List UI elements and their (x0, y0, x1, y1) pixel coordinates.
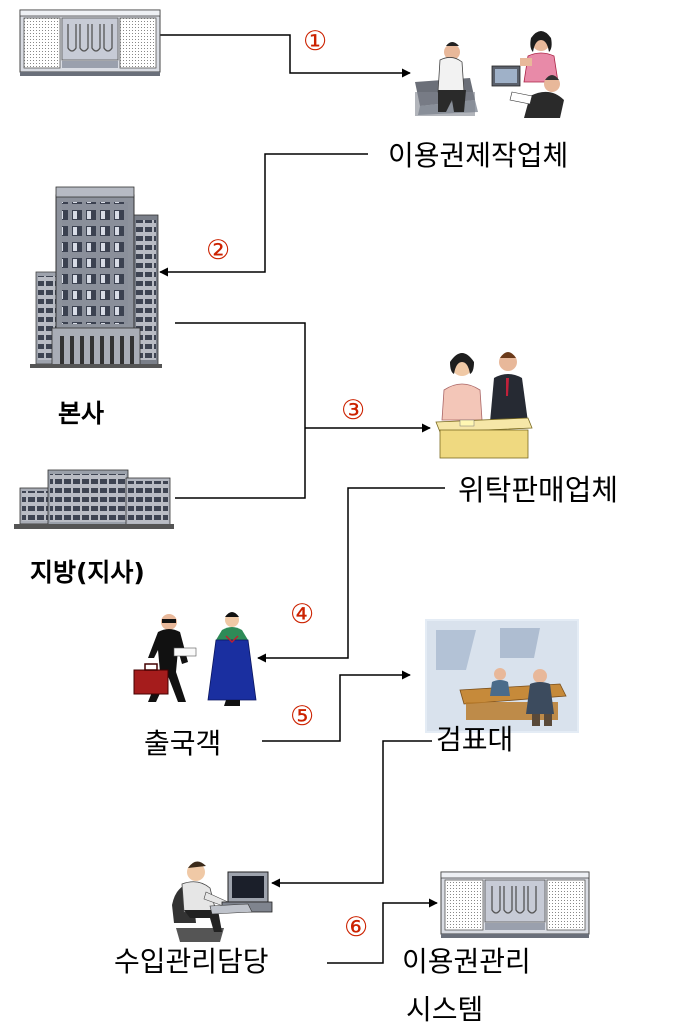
system-label-line1: 이용권관리 (402, 945, 531, 978)
server-rack-icon (440, 871, 590, 938)
step-5-marker: ⑤ (290, 701, 315, 732)
computer-operator-icon (172, 861, 273, 942)
office-tower-icon (30, 186, 162, 368)
low-office-building-icon (14, 469, 174, 529)
agency-label: 위탁판매업체 (458, 473, 619, 507)
server-rack-icon (19, 9, 161, 76)
traveler-label: 출국객 (144, 727, 222, 760)
step-6-marker: ⑥ (344, 912, 369, 943)
connector-4 (257, 487, 445, 663)
step-4-marker: ④ (290, 599, 315, 630)
branch-label: 지방(지사) (30, 558, 145, 587)
step-1-marker: ① (303, 26, 328, 57)
travelers-icon (133, 612, 257, 706)
connector-1 (160, 34, 411, 78)
connector-6 (327, 898, 438, 964)
producer-label: 이용권제작업체 (388, 139, 569, 172)
connector-5 (262, 670, 411, 742)
ticket-check-desk-icon (425, 619, 579, 733)
office-workers-icon (415, 31, 564, 118)
connector-2 (159, 153, 368, 277)
system-label-line2: 시스템 (406, 993, 484, 1026)
connector-3a (175, 322, 306, 499)
step-2-marker: ② (206, 235, 231, 266)
connectors (159, 34, 445, 964)
head-office-label: 본사 (58, 399, 105, 428)
connector-gate-manager (271, 740, 432, 888)
sales-counter-icon (435, 352, 533, 459)
step-3-marker: ③ (341, 395, 366, 426)
manager-label: 수입관리담당 (114, 945, 269, 978)
gate-label: 검표대 (436, 723, 514, 756)
